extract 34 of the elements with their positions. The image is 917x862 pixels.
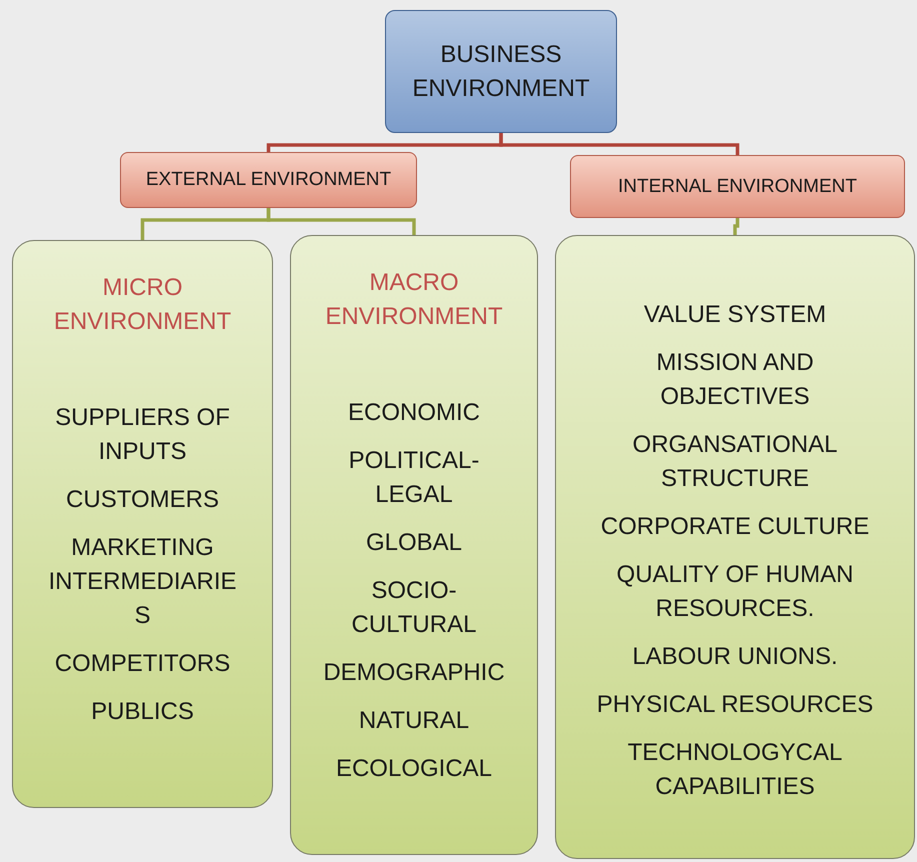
list-item: ECOLOGICAL — [336, 754, 492, 784]
list-item: DEMOGRAPHIC — [323, 658, 505, 688]
panel-heading: MACRO ENVIRONMENT — [324, 268, 504, 332]
list-panel — [12, 240, 273, 808]
list-item: ECONOMIC — [348, 398, 480, 428]
box-label: INTERNAL ENVIRONMENT — [618, 174, 857, 198]
connector-line — [733, 218, 740, 235]
list-item: MISSION AND OBJECTIVES — [655, 348, 815, 412]
list-item: VALUE SYSTEM — [644, 300, 826, 330]
list-item: CORPORATE CULTURE — [600, 512, 870, 542]
connector-line — [266, 208, 416, 235]
list-item: QUALITY OF HUMAN RESOURCES. — [616, 560, 854, 624]
list-item: SUPPLIERS OF INPUTS — [54, 403, 231, 467]
box-label: EXTERNAL ENVIRONMENT — [146, 168, 392, 192]
list-item: NATURAL — [358, 706, 470, 736]
list-item: TECHNOLOGYCAL CAPABILITIES — [626, 738, 844, 802]
list-item: SOCIO- CULTURAL — [350, 576, 478, 640]
list-item: CUSTOMERS — [66, 485, 219, 515]
panel-heading: MICRO ENVIRONMENT — [52, 273, 232, 337]
list-item: COMPETITORS — [54, 649, 230, 679]
list-item: MARKETING INTERMEDIARIE S — [47, 533, 238, 631]
list-item: ORGANSATIONAL STRUCTURE — [632, 430, 838, 494]
list-panel — [290, 235, 538, 855]
list-panel — [555, 235, 915, 859]
root-box — [385, 10, 617, 133]
list-item: LABOUR UNIONS. — [632, 642, 838, 672]
list-item: PUBLICS — [91, 697, 194, 727]
box-label: BUSINESS ENVIRONMENT — [411, 40, 591, 104]
category-box — [120, 152, 417, 208]
list-item: GLOBAL — [366, 528, 462, 558]
category-box — [570, 155, 905, 218]
connector-line — [499, 133, 740, 155]
list-item: POLITICAL- LEGAL — [348, 446, 480, 510]
list-item: PHYSICAL RESOURCES — [596, 690, 874, 720]
